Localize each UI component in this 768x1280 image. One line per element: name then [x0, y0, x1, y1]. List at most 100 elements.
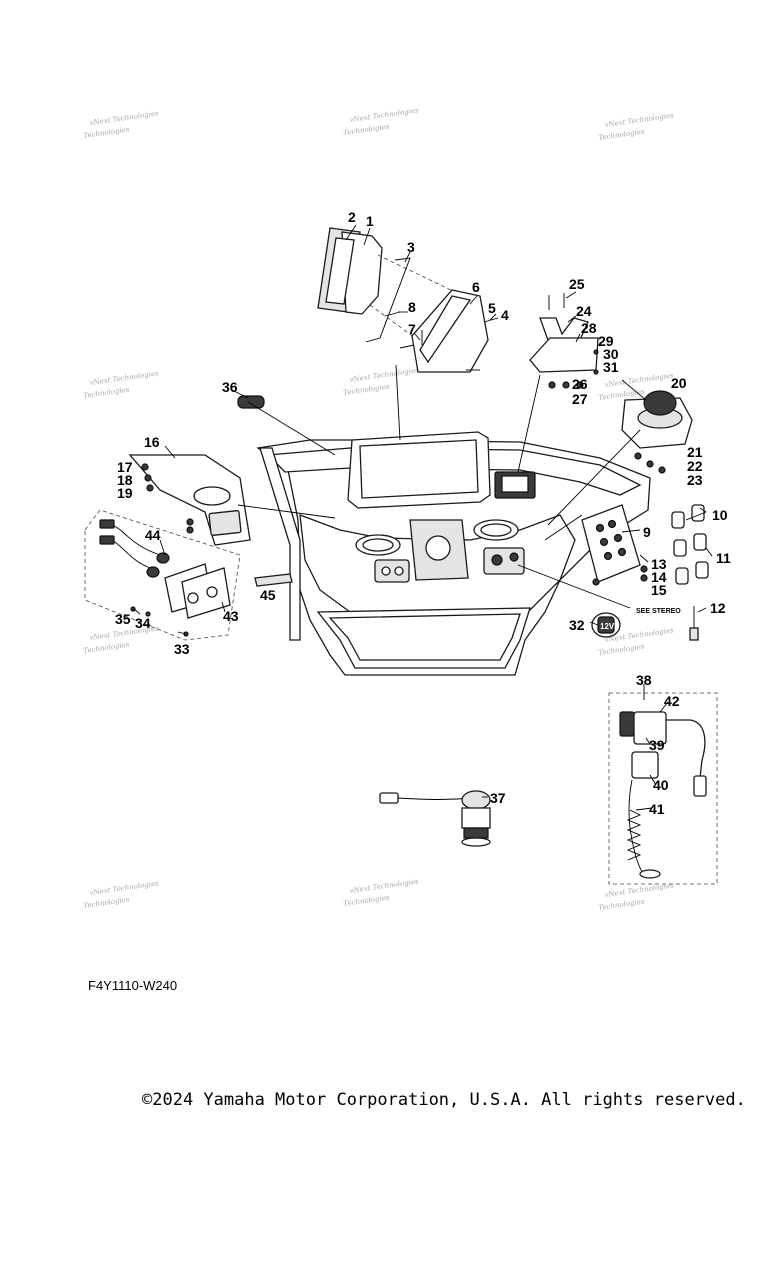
- watermark-line-2: Technologies: [83, 641, 130, 655]
- projection-line: [369, 304, 419, 341]
- leader-10a: [685, 511, 707, 521]
- watermark: vNext Technologies Technologies: [83, 109, 160, 140]
- washer-17: [141, 463, 149, 471]
- washer-left-b: [186, 526, 194, 534]
- callout-14: 14: [651, 569, 667, 585]
- gauge-bracket-rod: [365, 257, 411, 343]
- power-socket-label: 12V: [600, 622, 615, 631]
- usb-connector-2: [99, 535, 115, 545]
- sensor-cable: [397, 797, 473, 800]
- speed-sensor: [379, 790, 491, 847]
- watermark-line-2: Technologies: [598, 128, 645, 142]
- callout-18: 18: [117, 472, 133, 488]
- callout-1: 1: [366, 213, 374, 229]
- trim-strip: [254, 573, 293, 587]
- callout-39: 39: [649, 737, 665, 753]
- watermark-line-1: vNext Technologies: [89, 109, 159, 127]
- callout-4: 4: [501, 307, 509, 323]
- callout-9: 9: [643, 524, 651, 540]
- display-bracket-plate: [529, 337, 599, 373]
- usb-bezel-hole-2: [206, 586, 218, 598]
- screw-7b: [399, 344, 415, 349]
- leader-9: [621, 529, 641, 533]
- callout-32: 32: [569, 617, 585, 633]
- console-right-switch-2: [509, 552, 519, 562]
- switch-hole: [595, 523, 605, 533]
- screw-35: [130, 606, 136, 612]
- switch-button-11b: [675, 567, 689, 585]
- sensor-head: [461, 790, 491, 810]
- see-stereo-note: SEE STEREO: [636, 608, 681, 615]
- callout-31: 31: [603, 359, 619, 375]
- left-cover-panel: [128, 454, 251, 546]
- leader-6: [469, 295, 478, 305]
- projection-line: [377, 254, 456, 293]
- washer-14: [640, 565, 648, 573]
- gauge-assembly: [317, 227, 456, 341]
- leader-44: [159, 539, 166, 556]
- screw-8: [384, 311, 401, 317]
- switch-button-10a: [671, 511, 685, 529]
- leader-gauge-to-console: [395, 364, 401, 441]
- usb-cable-1: [111, 524, 161, 556]
- callout-19: 19: [117, 485, 133, 501]
- left-cover-opening: [193, 486, 231, 506]
- lanyard-switch-assembly: [608, 692, 718, 885]
- leader-40: [649, 774, 657, 786]
- washer-19: [146, 484, 154, 492]
- switch-button-11a: [693, 533, 707, 551]
- callout-numbers: 1 2 3 4 5 6 7 8 9 10 11 12 13 14 15 16 1…: [115, 209, 731, 817]
- washer-18: [144, 474, 152, 482]
- multifunction-display: [347, 431, 536, 509]
- watermark-line-1: vNext Technologies: [349, 877, 419, 895]
- leader-35: [133, 608, 141, 615]
- callout-30: 30: [603, 346, 619, 362]
- watermark-line-1: vNext Technologies: [89, 369, 159, 387]
- left-cover-display: [208, 510, 242, 536]
- leader-36: [231, 389, 249, 399]
- watermark-line-2: Technologies: [83, 126, 130, 140]
- callout-44: 44: [145, 527, 161, 543]
- switch-hole: [603, 551, 613, 561]
- lanyard-group-outline: [608, 692, 718, 885]
- switch-panel-body: [581, 504, 641, 583]
- watermark: vNext Technologies Technologies: [83, 369, 160, 400]
- callout-15: 15: [651, 582, 667, 598]
- watermark-line-1: vNext Technologies: [349, 106, 419, 124]
- lanyard-switch-40: [631, 751, 659, 779]
- wire-pin-tip: [689, 627, 699, 641]
- watermark-line-2: Technologies: [83, 896, 130, 910]
- leader-see-stereo: [517, 564, 631, 609]
- callout-5: 5: [488, 300, 496, 316]
- lanyard-cord: [628, 779, 645, 875]
- callout-11: 11: [716, 550, 731, 566]
- watermark-line-2: Technologies: [343, 383, 390, 397]
- sensor-thread: [463, 827, 489, 839]
- usb-connector-1: [99, 519, 115, 529]
- console-right-switch: [491, 554, 503, 566]
- trim-strip-body: [254, 573, 293, 587]
- watermark: vNext Technologies Technologies: [343, 106, 420, 137]
- callout-34: 34: [135, 615, 151, 631]
- washer-left-a: [186, 518, 194, 526]
- callout-35: 35: [115, 611, 131, 627]
- callout-17: 17: [117, 459, 133, 475]
- leader-16-to-console: [237, 504, 336, 519]
- watermark: vNext Technologies Technologies: [598, 111, 675, 142]
- callout-25: 25: [569, 276, 585, 292]
- usb-cable-2: [111, 539, 151, 569]
- gauge-panel: [411, 289, 489, 373]
- callout-23: 23: [687, 472, 703, 488]
- power-socket: 12V: [591, 612, 621, 638]
- diagram-code: F4Y1110-W240: [88, 978, 178, 993]
- console-glovebox-lid: [328, 613, 521, 661]
- wire-pin: [689, 606, 699, 641]
- washer-21: [634, 452, 642, 460]
- leader-12: [697, 607, 707, 613]
- display-screen: [359, 439, 479, 499]
- callout-24: 24: [576, 303, 592, 319]
- usb-group-outline: [84, 509, 241, 641]
- callout-13: 13: [651, 556, 667, 572]
- nut-26: [548, 381, 556, 389]
